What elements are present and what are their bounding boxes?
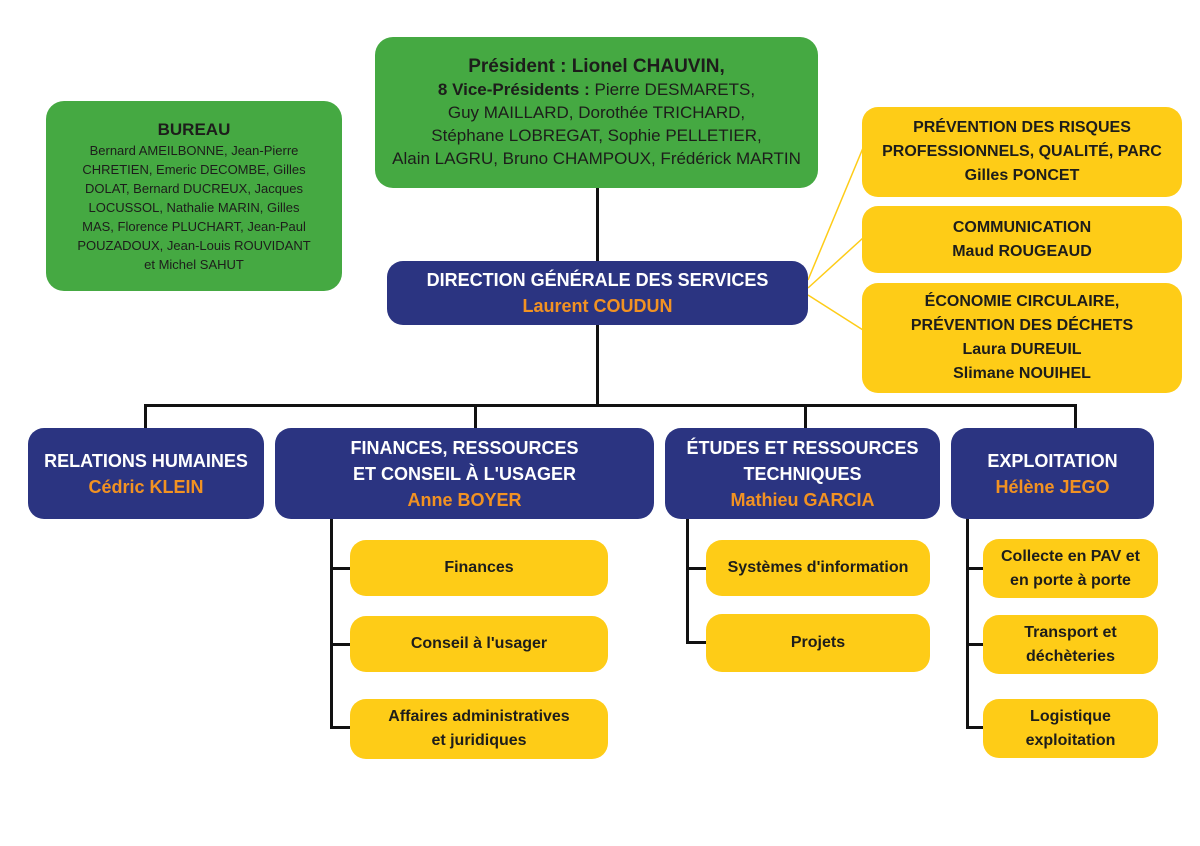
unit-label: Logistique — [1030, 707, 1111, 725]
dept-head: Hélène JEGO — [995, 476, 1110, 497]
side-line: PRÉVENTION DES DÉCHETS — [910, 317, 1134, 334]
unit-label: déchèteries — [1026, 647, 1115, 665]
connector-etudes-branch — [686, 641, 708, 644]
side-line: COMMUNICATION — [952, 218, 1092, 236]
unit-label: et juridiques — [431, 732, 527, 749]
connector-etudes-trunk — [686, 518, 689, 643]
bureau-line: Bernard AMEILBONNE, Jean-Pierre — [89, 142, 299, 158]
unit-transport-decheteries: Transport et déchèteries — [983, 615, 1158, 674]
connector-drop-etudes — [804, 404, 807, 430]
bureau-line: MAS, Florence PLUCHART, Jean-Paul — [82, 218, 306, 234]
vp-line2: Guy MAILLARD, Dorothée TRICHARD, — [447, 103, 746, 122]
unit-affaires-administratives: Affaires administratives et juridiques — [350, 699, 608, 759]
unit-label: Projets — [790, 634, 846, 651]
connector-finances-trunk — [330, 518, 333, 728]
unit-projets: Projets — [706, 614, 930, 672]
connector-drop-rh — [144, 404, 147, 430]
dept-title: FINANCES, RESSOURCES — [350, 437, 579, 458]
unit-conseil-usager: Conseil à l'usager — [350, 616, 608, 672]
connector-exploitation-branch — [966, 567, 986, 570]
unit-label: Collecte en PAV et — [1001, 547, 1140, 565]
bureau-line: POUZADOUX, Jean-Louis ROUVIDANT — [77, 237, 311, 253]
side-box-economie: ÉCONOMIE CIRCULAIRE, PRÉVENTION DES DÉCH… — [862, 283, 1182, 393]
bureau-line: DOLAT, Bernard DUCREUX, Jacques — [85, 180, 303, 196]
dept-title: TECHNIQUES — [743, 463, 862, 484]
connector-drop-finances — [474, 404, 477, 430]
vp-prefix: 8 Vice-Présidents : — [437, 80, 590, 99]
unit-label: Affaires administratives — [388, 708, 570, 725]
connector-exploitation-branch — [966, 726, 986, 729]
vp-line4: Alain LAGRU, Bruno CHAMPOUX, Frédérick M… — [392, 149, 801, 168]
dept-head: Cédric KLEIN — [88, 476, 204, 497]
unit-label: exploitation — [1025, 731, 1116, 749]
side-line: Gilles PONCET — [964, 167, 1080, 184]
side-box-communication: COMMUNICATION Maud ROUGEAUD — [862, 206, 1182, 273]
unit-label: Transport et — [1024, 623, 1117, 641]
vp-line1: Pierre DESMARETS, — [594, 80, 756, 99]
unit-label: Systèmes d'information — [727, 559, 909, 576]
dgs-box: DIRECTION GÉNÉRALE DES SERVICES Laurent … — [387, 261, 808, 325]
vp-line: 8 Vice-Présidents : Pierre DESMARETS, — [438, 78, 755, 101]
side-line: ÉCONOMIE CIRCULAIRE, — [924, 293, 1120, 310]
side-line: Laura DUREUIL — [962, 341, 1082, 358]
vp-line3: Stéphane LOBREGAT, Sophie PELLETIER, — [431, 126, 762, 145]
side-line: Maud ROUGEAUD — [952, 242, 1092, 260]
dgs-name: Laurent COUDUN — [522, 296, 673, 316]
president-box: Président : Lionel CHAUVIN, 8 Vice-Prési… — [375, 37, 818, 188]
unit-label: Finances — [444, 559, 514, 576]
dept-head: Anne BOYER — [407, 489, 522, 510]
dept-relations-humaines: RELATIONS HUMAINES Cédric KLEIN — [28, 428, 264, 519]
unit-collecte: Collecte en PAV et en porte à porte — [983, 539, 1158, 598]
connector-exploitation-trunk — [966, 518, 969, 728]
connector-horizontal-bar — [144, 404, 1076, 407]
unit-logistique: Logistique exploitation — [983, 699, 1158, 758]
side-connector-prevention — [807, 147, 864, 281]
side-line: Slimane NOUIHEL — [953, 365, 1091, 382]
dept-head: Mathieu GARCIA — [730, 489, 875, 510]
connector-president-dgs — [596, 188, 599, 263]
unit-label: en porte à porte — [1010, 571, 1131, 589]
dept-title: RELATIONS HUMAINES — [44, 450, 248, 471]
connector-drop-exploitation — [1074, 404, 1077, 430]
side-connector-economie — [807, 294, 864, 331]
president-title: Président : Lionel CHAUVIN, — [468, 56, 725, 77]
dept-etudes: ÉTUDES ET RESSOURCES TECHNIQUES Mathieu … — [665, 428, 940, 519]
dept-finances: FINANCES, RESSOURCES ET CONSEIL À L'USAG… — [275, 428, 654, 519]
side-box-prevention: PRÉVENTION DES RISQUES PROFESSIONNELS, Q… — [862, 107, 1182, 197]
dept-title: ÉTUDES ET RESSOURCES — [686, 437, 919, 458]
dept-exploitation: EXPLOITATION Hélène JEGO — [951, 428, 1154, 519]
unit-label: Conseil à l'usager — [410, 635, 548, 652]
unit-systemes-information: Systèmes d'information — [706, 540, 930, 596]
bureau-box: BUREAU Bernard AMEILBONNE, Jean-Pierre C… — [46, 101, 342, 291]
bureau-line: LOCUSSOL, Nathalie MARIN, Gilles — [88, 199, 300, 215]
side-line: PRÉVENTION DES RISQUES — [913, 119, 1131, 136]
connector-exploitation-branch — [966, 643, 986, 646]
connector-finances-branch — [330, 726, 352, 729]
bureau-title: BUREAU — [157, 119, 231, 139]
bureau-line: CHRETIEN, Emeric DECOMBE, Gilles — [82, 161, 306, 177]
dept-title: ET CONSEIL À L'USAGER — [353, 463, 576, 484]
connector-etudes-branch — [686, 567, 708, 570]
unit-finances: Finances — [350, 540, 608, 596]
bureau-line: et Michel SAHUT — [144, 256, 244, 272]
dept-title: EXPLOITATION — [987, 450, 1118, 471]
side-line: PROFESSIONNELS, QUALITÉ, PARC — [882, 143, 1162, 160]
connector-finances-branch — [330, 567, 352, 570]
side-connector-communication — [807, 237, 864, 289]
dgs-title: DIRECTION GÉNÉRALE DES SERVICES — [426, 270, 769, 290]
connector-finances-branch — [330, 643, 352, 646]
connector-dgs-departments — [596, 322, 599, 406]
